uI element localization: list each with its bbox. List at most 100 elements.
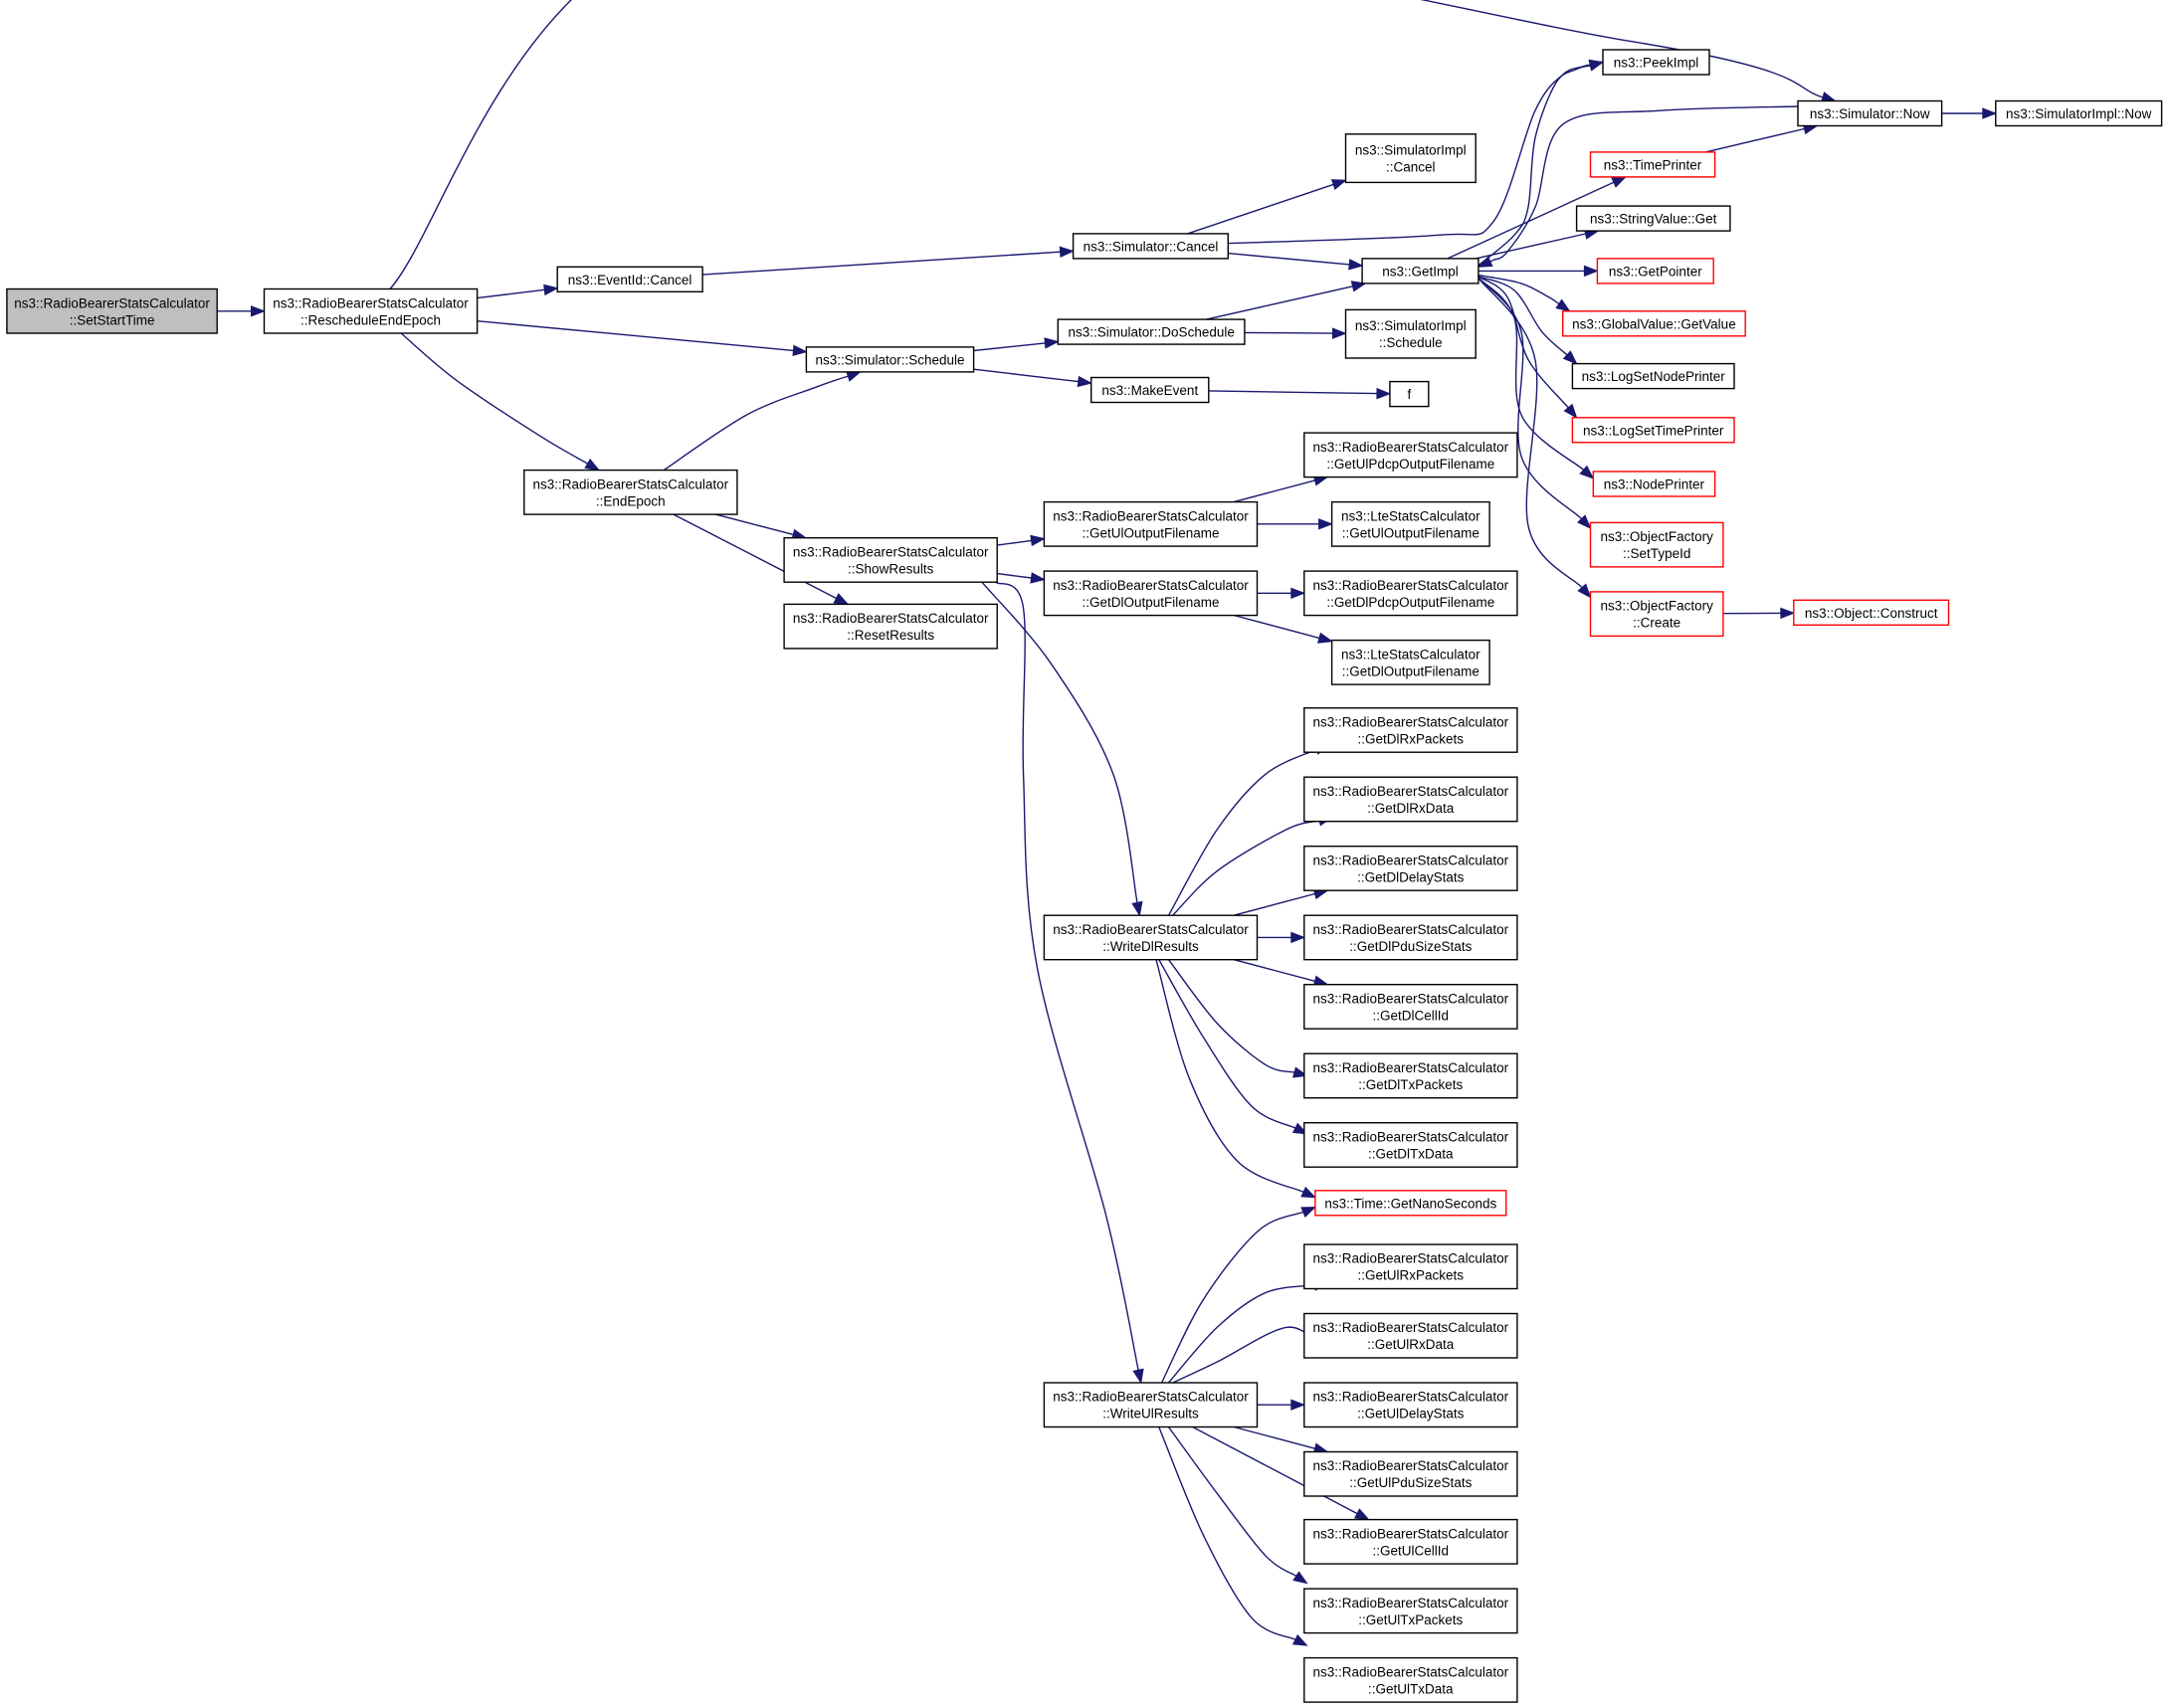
- node-sim-now[interactable]: ns3::Simulator::Now: [1797, 99, 1943, 127]
- node-lte-getuloutputfilename[interactable]: ns3::LteStatsCalculator::GetUlOutputFile…: [1330, 500, 1490, 547]
- node-box[interactable]: [1589, 591, 1724, 638]
- node-box[interactable]: [523, 469, 738, 515]
- node-time-getnanoseconds[interactable]: ns3::Time::GetNanoSeconds: [1314, 1190, 1507, 1217]
- node-box[interactable]: [1330, 500, 1490, 547]
- node-makeevent[interactable]: ns3::MakeEvent: [1089, 376, 1210, 404]
- node-objfactory-create[interactable]: ns3::ObjectFactory::Create: [1589, 591, 1724, 638]
- node-resetresults[interactable]: ns3::RadioBearerStatsCalculator::ResetRe…: [783, 603, 998, 650]
- node-sim-doschedule[interactable]: ns3::Simulator::DoSchedule: [1057, 318, 1246, 345]
- node-box[interactable]: [1330, 639, 1490, 685]
- node-writedlresults[interactable]: ns3::RadioBearerStatsCalculator::WriteDl…: [1043, 914, 1259, 961]
- node-getdlpdcpoutputfilename[interactable]: ns3::RadioBearerStatsCalculator::GetDlPd…: [1303, 570, 1518, 617]
- node-showresults[interactable]: ns3::RadioBearerStatsCalculator::ShowRes…: [783, 537, 998, 583]
- node-logsettimeprinter[interactable]: ns3::LogSetTimePrinter: [1571, 417, 1735, 444]
- node-globalvalue-getvalue[interactable]: ns3::GlobalValue::GetValue: [1561, 310, 1746, 337]
- node-box[interactable]: [1589, 521, 1724, 568]
- node-box[interactable]: [1995, 99, 2163, 127]
- node-getultxdata[interactable]: ns3::RadioBearerStatsCalculator::GetUlTx…: [1303, 1656, 1518, 1703]
- node-simimpl-cancel[interactable]: ns3::SimulatorImpl::Cancel: [1344, 133, 1477, 184]
- node-peekimpl[interactable]: ns3::PeekImpl: [1602, 49, 1710, 76]
- node-box[interactable]: [1043, 500, 1259, 547]
- node-box[interactable]: [1303, 432, 1518, 478]
- node-box[interactable]: [1303, 984, 1518, 1030]
- node-box[interactable]: [805, 346, 975, 373]
- node-getuloutputfilename[interactable]: ns3::RadioBearerStatsCalculator::GetUlOu…: [1043, 500, 1259, 547]
- node-getimpl[interactable]: ns3::GetImpl: [1361, 258, 1480, 285]
- node-getdlrxdata[interactable]: ns3::RadioBearerStatsCalculator::GetDlRx…: [1303, 776, 1518, 823]
- node-box[interactable]: [1303, 1450, 1518, 1497]
- node-box[interactable]: [1303, 1121, 1518, 1168]
- node-endepoch[interactable]: ns3::RadioBearerStatsCalculator::EndEpoc…: [523, 469, 738, 515]
- node-box[interactable]: [263, 287, 479, 334]
- node-simimpl-now[interactable]: ns3::SimulatorImpl::Now: [1995, 99, 2163, 127]
- node-box[interactable]: [1571, 362, 1735, 390]
- node-getulrxdata[interactable]: ns3::RadioBearerStatsCalculator::GetUlRx…: [1303, 1312, 1518, 1359]
- node-box[interactable]: [1389, 380, 1430, 408]
- node-box[interactable]: [1303, 914, 1518, 961]
- node-box[interactable]: [1561, 310, 1746, 337]
- node-getulrxpackets[interactable]: ns3::RadioBearerStatsCalculator::GetUlRx…: [1303, 1243, 1518, 1290]
- node-box[interactable]: [1303, 707, 1518, 753]
- node-box[interactable]: [1303, 1312, 1518, 1359]
- node-box[interactable]: [1057, 318, 1246, 345]
- node-reschedule[interactable]: ns3::RadioBearerStatsCalculator::Resched…: [263, 287, 479, 334]
- node-box[interactable]: [1303, 776, 1518, 823]
- node-box[interactable]: [1314, 1190, 1507, 1217]
- node-lte-getdloutputfilename[interactable]: ns3::LteStatsCalculator::GetDlOutputFile…: [1330, 639, 1490, 685]
- node-writeulresults[interactable]: ns3::RadioBearerStatsCalculator::WriteUl…: [1043, 1382, 1259, 1428]
- node-box[interactable]: [6, 287, 218, 334]
- node-box[interactable]: [1303, 1518, 1518, 1565]
- node-setstarttime[interactable]: ns3::RadioBearerStatsCalculator::SetStar…: [6, 287, 218, 334]
- node-box[interactable]: [1303, 1656, 1518, 1703]
- node-box[interactable]: [1602, 49, 1710, 76]
- node-sim-schedule[interactable]: ns3::Simulator::Schedule: [805, 346, 975, 373]
- node-logsetnodeprinter[interactable]: ns3::LogSetNodePrinter: [1571, 362, 1735, 390]
- node-box[interactable]: [556, 266, 703, 292]
- node-box[interactable]: [783, 603, 998, 650]
- node-box[interactable]: [1344, 308, 1477, 359]
- node-box[interactable]: [1592, 471, 1716, 497]
- node-getultxpackets[interactable]: ns3::RadioBearerStatsCalculator::GetUlTx…: [1303, 1588, 1518, 1634]
- node-getdltxdata[interactable]: ns3::RadioBearerStatsCalculator::GetDlTx…: [1303, 1121, 1518, 1168]
- node-box[interactable]: [1575, 205, 1731, 232]
- node-timeprinter[interactable]: ns3::TimePrinter: [1589, 151, 1716, 178]
- node-objfactory-settypeid[interactable]: ns3::ObjectFactory::SetTypeId: [1589, 521, 1724, 568]
- node-box[interactable]: [1596, 258, 1714, 285]
- node-box[interactable]: [1303, 1382, 1518, 1428]
- node-box[interactable]: [1089, 376, 1210, 404]
- node-getulcellid[interactable]: ns3::RadioBearerStatsCalculator::GetUlCe…: [1303, 1518, 1518, 1565]
- node-getdlpdusizestats[interactable]: ns3::RadioBearerStatsCalculator::GetDlPd…: [1303, 914, 1518, 961]
- node-box[interactable]: [1361, 258, 1480, 285]
- node-box[interactable]: [1303, 1243, 1518, 1290]
- node-f[interactable]: f: [1389, 380, 1430, 408]
- node-box[interactable]: [1797, 99, 1943, 127]
- node-sim-cancel[interactable]: ns3::Simulator::Cancel: [1072, 233, 1229, 260]
- node-box[interactable]: [783, 537, 998, 583]
- node-box[interactable]: [1303, 1052, 1518, 1099]
- node-getpointer[interactable]: ns3::GetPointer: [1596, 258, 1714, 285]
- node-object-construct[interactable]: ns3::Object::Construct: [1793, 599, 1950, 626]
- node-box[interactable]: [1072, 233, 1229, 260]
- node-box[interactable]: [1043, 1382, 1259, 1428]
- node-getdldelaystats[interactable]: ns3::RadioBearerStatsCalculator::GetDlDe…: [1303, 846, 1518, 891]
- node-box[interactable]: [1303, 570, 1518, 617]
- node-getdlcellid[interactable]: ns3::RadioBearerStatsCalculator::GetDlCe…: [1303, 984, 1518, 1030]
- node-simimpl-schedule[interactable]: ns3::SimulatorImpl::Schedule: [1344, 308, 1477, 359]
- node-getdlrxpackets[interactable]: ns3::RadioBearerStatsCalculator::GetDlRx…: [1303, 707, 1518, 753]
- node-box[interactable]: [1043, 914, 1259, 961]
- node-box[interactable]: [1793, 599, 1950, 626]
- node-getulpdusizestats[interactable]: ns3::RadioBearerStatsCalculator::GetUlPd…: [1303, 1450, 1518, 1497]
- node-getulpdcpoutputfilename[interactable]: ns3::RadioBearerStatsCalculator::GetUlPd…: [1303, 432, 1518, 478]
- node-box[interactable]: [1303, 1588, 1518, 1634]
- node-getdltxpackets[interactable]: ns3::RadioBearerStatsCalculator::GetDlTx…: [1303, 1052, 1518, 1099]
- node-eventid-cancel[interactable]: ns3::EventId::Cancel: [556, 266, 703, 292]
- node-box[interactable]: [1344, 133, 1477, 184]
- node-getdloutputfilename[interactable]: ns3::RadioBearerStatsCalculator::GetDlOu…: [1043, 570, 1259, 617]
- node-box[interactable]: [1589, 151, 1716, 178]
- node-box[interactable]: [1043, 570, 1259, 617]
- node-box[interactable]: [1303, 846, 1518, 891]
- node-nodeprinter[interactable]: ns3::NodePrinter: [1592, 471, 1716, 497]
- node-getuldelaystats[interactable]: ns3::RadioBearerStatsCalculator::GetUlDe…: [1303, 1382, 1518, 1428]
- node-box[interactable]: [1571, 417, 1735, 444]
- node-stringvalue-get[interactable]: ns3::StringValue::Get: [1575, 205, 1731, 232]
